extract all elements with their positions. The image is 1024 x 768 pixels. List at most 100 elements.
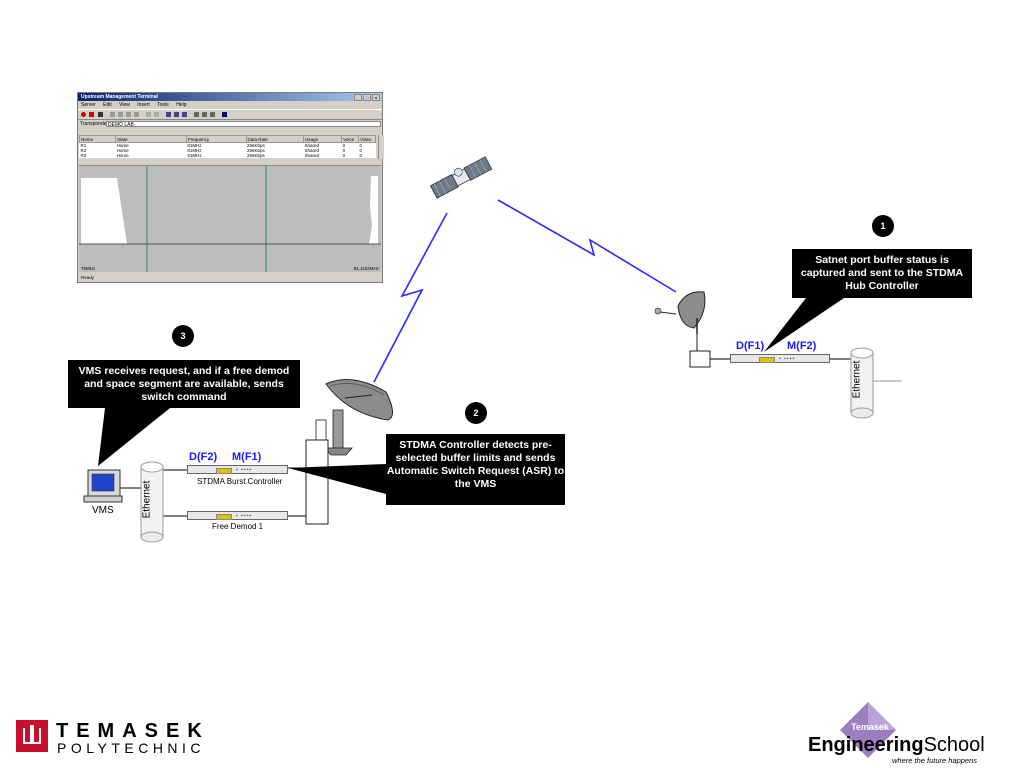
freq-start-label: 75MHz: [81, 266, 96, 271]
burst-controller-label: STDMA Burst Controller: [197, 477, 283, 486]
maximize-button[interactable]: □: [363, 94, 371, 101]
col-state[interactable]: State: [115, 135, 187, 143]
window-title: Upstream Management Terminal: [81, 94, 158, 100]
document-icon[interactable]: [146, 112, 151, 117]
step-2-badge: 2: [465, 402, 487, 424]
hub-ethernet-label: Ethernet: [141, 480, 153, 519]
connect-icon[interactable]: [81, 112, 86, 117]
vms-label: VMS: [92, 505, 114, 516]
properties-icon[interactable]: [98, 112, 103, 117]
cell: 256Kbps: [247, 153, 265, 158]
callout-1: Satnet port buffer status is captured an…: [792, 249, 972, 298]
remote-table: Name State Frequency Data Rate Usage Voi…: [78, 135, 376, 158]
grid-icon[interactable]: [202, 112, 207, 117]
callout-3-pointer: [98, 408, 170, 466]
help-icon[interactable]: [222, 112, 227, 117]
report-icon[interactable]: [154, 112, 159, 117]
cell: Home: [116, 148, 129, 153]
engineering-word: Engineering: [808, 734, 924, 756]
engineering-school-logo-mark: [840, 702, 896, 758]
temasek-crest-icon: [16, 720, 48, 752]
menu-help[interactable]: Help: [176, 102, 187, 108]
device-keypad: ▪ ▪▪▪▪: [236, 513, 253, 519]
engineering-school-wordmark: EngineeringSchool: [808, 734, 985, 757]
remote-satnet-device: ▪ ▪▪▪▪: [730, 354, 830, 363]
cell: R3: [80, 153, 87, 158]
cell: Shared: [304, 153, 320, 158]
uplink-lightning-remote: [497, 199, 677, 293]
filter-icon[interactable]: [166, 112, 171, 117]
close-button[interactable]: x: [372, 94, 380, 101]
hub-mod-label: M(F1): [232, 451, 262, 463]
menu-server[interactable]: Server: [81, 102, 96, 108]
remote-mod-label: M(F2): [787, 340, 817, 352]
stdma-burst-controller-device: ▪ ▪▪▪▪: [187, 465, 288, 474]
cell: 0: [359, 148, 363, 153]
free-demod-label: Free Demod 1: [212, 522, 264, 531]
hub-rf-box: [305, 439, 329, 525]
spectrum-carrier-left: [81, 178, 127, 244]
delete-icon[interactable]: [134, 112, 139, 117]
col-name[interactable]: Name: [78, 135, 117, 143]
menu-tools[interactable]: Tools: [157, 102, 169, 108]
toolbar: [78, 109, 382, 120]
engineering-school-badge: Temasek: [851, 722, 889, 732]
cell: Shared: [304, 148, 320, 153]
spectrum-plot: [79, 166, 381, 272]
cell: 0: [342, 153, 346, 158]
copy-icon[interactable]: [118, 112, 123, 117]
table-row[interactable]: R1 Home 81MHz 256Kbps Shared 0 0: [80, 143, 376, 149]
window-controls: _ □ x: [354, 94, 380, 101]
paste-icon[interactable]: [126, 112, 131, 117]
step-1-badge: 1: [872, 215, 894, 237]
temasek-wordmark: TEMASEK: [56, 720, 210, 742]
hub-ethernet-bus: [140, 461, 164, 543]
col-usage[interactable]: Usage: [303, 135, 343, 143]
menu-insert[interactable]: Insert: [137, 102, 150, 108]
cell: 256Kbps: [247, 143, 265, 148]
table-row[interactable]: R2 Home 81MHz 256Kbps Shared 0 0: [80, 148, 376, 153]
status-bar: Ready: [81, 275, 95, 280]
callout-1-pointer: [764, 298, 844, 352]
cell: 0: [359, 153, 363, 158]
menu-view[interactable]: View: [119, 102, 130, 108]
table-row[interactable]: R3 Home 81MHz 256Kbps Shared 0 0: [80, 153, 376, 158]
monitor-icon[interactable]: [182, 112, 187, 117]
cell: 0: [342, 148, 346, 153]
step-3-badge: 3: [172, 325, 194, 347]
cell: Home: [116, 153, 129, 158]
cell: 0: [359, 143, 363, 148]
upstream-terminal-window: Upstream Management Terminal _ □ x Serve…: [77, 92, 384, 283]
remote-ethernet-bus: [850, 347, 874, 419]
menu-edit[interactable]: Edit: [103, 102, 112, 108]
cut-icon[interactable]: [110, 112, 115, 117]
col-frequency[interactable]: Frequency: [185, 135, 247, 143]
graph-icon[interactable]: [194, 112, 199, 117]
remote-ethernet-label: Ethernet: [851, 360, 863, 399]
disconnect-icon[interactable]: [89, 112, 94, 117]
chart-icon[interactable]: [210, 112, 215, 117]
table-scrollbar[interactable]: [378, 135, 384, 159]
school-word: School: [923, 734, 985, 756]
cell: 81MHz: [187, 143, 202, 148]
cell: 256Kbps: [247, 148, 265, 153]
engineering-school-tagline: where the future happens: [892, 756, 978, 765]
callout-2-pointer: [288, 464, 386, 494]
remote-demod-label: D(F1): [736, 340, 765, 352]
table-header: Name State Frequency Data Rate Usage Voi…: [78, 135, 376, 143]
device-display: [216, 514, 232, 520]
transponder-select[interactable]: DEMO LAB: [106, 121, 381, 128]
window-titlebar: Upstream Management Terminal _ □ x: [78, 93, 382, 101]
satellite-icon: [429, 156, 493, 199]
device-keypad: ▪ ▪▪▪▪: [779, 356, 796, 362]
hub-demod-label: D(F2): [189, 451, 218, 463]
undo-icon[interactable]: [174, 112, 179, 117]
device-display: [759, 357, 775, 363]
transponder-row: Transponder DEMO LAB: [78, 120, 382, 128]
cell: 0: [342, 143, 346, 148]
col-video[interactable]: Video: [358, 135, 376, 143]
cell: R1: [80, 143, 87, 148]
minimize-button[interactable]: _: [354, 94, 362, 101]
device-keypad: ▪ ▪▪▪▪: [236, 467, 253, 473]
callout-2: STDMA Controller detects pre-selected bu…: [386, 434, 565, 505]
